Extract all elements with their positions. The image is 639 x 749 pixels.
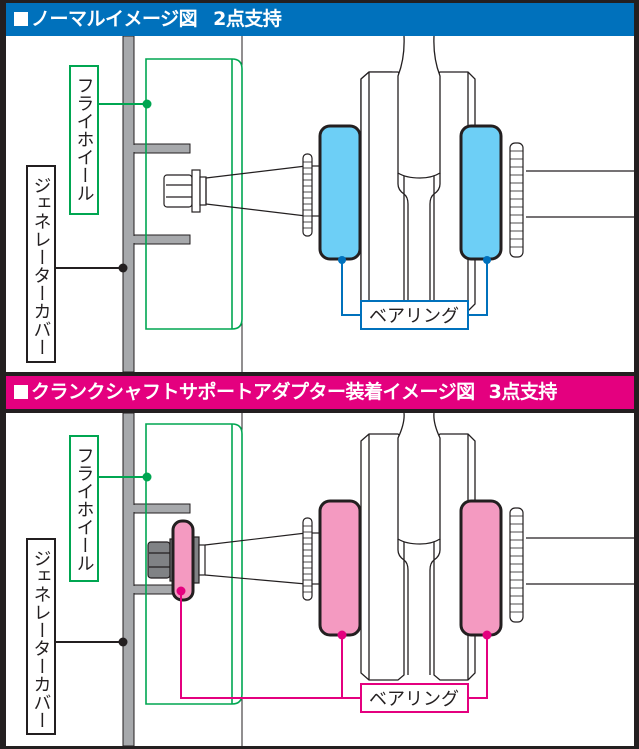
- left-gear: [302, 153, 313, 237]
- bearing-left-dot: [338, 256, 346, 264]
- adapter-bearing-dot: [176, 586, 186, 596]
- flywheel-outline: [145, 423, 243, 705]
- generator-cover-label: ジェネレーターカバー: [31, 549, 52, 729]
- bearing-callout-lines: [341, 260, 488, 316]
- flywheel-label: フライホイール: [74, 76, 95, 202]
- normal-diagram-svg: ベアリング フライホイール ジェネレーターカバー: [26, 36, 634, 372]
- bearing-label: ベアリング: [369, 689, 459, 710]
- generator-cover-dot: [118, 263, 128, 273]
- generator-cover-dot: [118, 637, 128, 647]
- flywheel-label: フライホイール: [74, 446, 95, 572]
- crank-webs: [360, 413, 476, 681]
- flywheel-outline: [145, 58, 243, 330]
- bearing-label-box: [360, 300, 469, 330]
- normal-panel: ノーマルイメージ図 2点支持: [0, 0, 639, 372]
- crank-bolt: [163, 165, 307, 217]
- flywheel-label-box: [69, 435, 99, 582]
- bearing-right-dot: [483, 256, 491, 264]
- bearing-label: ベアリング: [369, 306, 459, 327]
- right-gear: [509, 507, 524, 623]
- bearing-label-box: [360, 683, 469, 713]
- normal-panel-header: ノーマルイメージ図 2点支持: [6, 3, 634, 36]
- bearing-left: [318, 499, 362, 637]
- left-gear: [302, 517, 313, 601]
- adapter-diagram-svg: ベアリング フライホイール ジェネレーターカバー: [26, 413, 634, 746]
- flywheel-label-box: [69, 65, 99, 215]
- flywheel-dot: [142, 99, 152, 109]
- flywheel-dot: [142, 472, 152, 482]
- bearing-right: [459, 124, 503, 261]
- adapter-panel: クランクシャフトサポートアダプター装着イメージ図 3点支持: [0, 372, 639, 749]
- bearing-callout-lines: [180, 591, 488, 699]
- generator-cover-wall: [122, 36, 191, 372]
- crank-webs: [360, 36, 476, 312]
- right-gear: [509, 142, 524, 258]
- adapter-support-label: 3点支持: [488, 381, 558, 403]
- generator-cover-wall: [122, 413, 191, 746]
- bearing-left-dot: [337, 630, 347, 640]
- bearing-right-dot: [482, 630, 492, 640]
- white-square-icon: [14, 385, 28, 399]
- bearing-right: [459, 499, 503, 637]
- normal-diagram: ベアリング フライホイール ジェネレーターカバー: [6, 36, 634, 372]
- adapter-panel-header: クランクシャフトサポートアダプター装着イメージ図 3点支持: [6, 376, 634, 409]
- normal-support-label: 2点支持: [213, 8, 282, 30]
- white-square-icon: [14, 12, 28, 26]
- normal-panel-title: ノーマルイメージ図: [31, 8, 198, 30]
- adapter-diagram: ベアリング フライホイール ジェネレーターカバー: [6, 413, 634, 746]
- generator-cover-label: ジェネレーターカバー: [31, 176, 52, 356]
- bearing-left: [318, 124, 362, 261]
- generator-cover-label-box: [26, 538, 56, 735]
- adapter-bearing: [171, 519, 195, 602]
- generator-cover-label-box: [26, 165, 56, 363]
- adapter-panel-title: クランクシャフトサポートアダプター装着イメージ図: [31, 381, 475, 403]
